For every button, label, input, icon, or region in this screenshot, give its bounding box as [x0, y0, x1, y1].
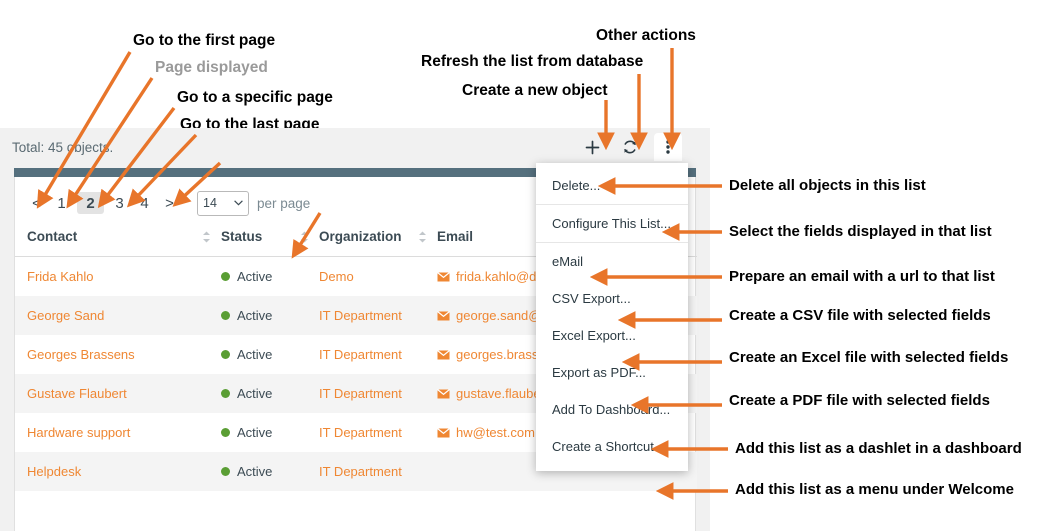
- cell-contact[interactable]: Hardware support: [27, 425, 131, 440]
- envelope-icon: [437, 271, 450, 281]
- table-row[interactable]: Georges Brassens Active IT Department georg…: [15, 335, 697, 374]
- status-dot-icon: [221, 311, 230, 320]
- column-header-organization[interactable]: Organization: [319, 229, 437, 257]
- cell-contact[interactable]: Georges Brassens: [27, 347, 135, 362]
- menu-item-excel-export[interactable]: Excel Export...: [552, 328, 636, 343]
- column-label-email: Email: [437, 229, 474, 244]
- annotation-page-displayed: Page displayed: [155, 59, 268, 76]
- status-dot-icon: [221, 272, 230, 281]
- cell-organization[interactable]: Demo: [319, 269, 354, 284]
- other-actions-button[interactable]: [654, 133, 682, 161]
- column-label-status: Status: [221, 229, 263, 244]
- cell-contact[interactable]: George Sand: [27, 308, 105, 323]
- create-new-object-button[interactable]: [578, 133, 606, 161]
- annotation-create-pdf: Create a PDF file with selected fields: [729, 392, 990, 409]
- annotation-go-specific-page: Go to a specific page: [177, 89, 333, 106]
- table-row[interactable]: Hardware support Active IT Department hw@te…: [15, 413, 697, 452]
- menu-item-export-as-pdf[interactable]: Export as PDF...: [552, 365, 646, 380]
- email-text: hw@test.com: [456, 425, 535, 440]
- chevron-down-icon: [234, 200, 243, 206]
- cell-status: Active: [221, 374, 319, 413]
- pagination-page-4[interactable]: 4: [140, 194, 149, 212]
- toolbar-actions: [578, 133, 682, 161]
- per-page-label: per page: [257, 195, 311, 211]
- status-label: Active: [237, 347, 273, 362]
- status-dot-icon: [221, 467, 230, 476]
- cell-status: Active: [221, 452, 319, 491]
- envelope-icon: [437, 349, 450, 359]
- column-label-contact: Contact: [27, 229, 78, 244]
- cell-email[interactable]: gustave.flaube: [437, 374, 697, 413]
- list-header-bar: [14, 168, 696, 177]
- annotation-other-actions: Other actions: [596, 27, 696, 44]
- menu-item-create-a-shortcut[interactable]: Create a Shortcut...: [552, 439, 665, 454]
- sort-icon-organization[interactable]: [418, 231, 427, 243]
- pagination-last-page[interactable]: >: [165, 194, 174, 212]
- total-objects-label: Total: 45 objects.: [12, 140, 114, 155]
- pagination-page-2-current[interactable]: 2: [77, 192, 104, 214]
- column-header-contact[interactable]: Contact: [15, 229, 221, 257]
- cell-contact[interactable]: Frida Kahlo: [27, 269, 94, 284]
- envelope-icon: [437, 427, 450, 437]
- cell-email[interactable]: frida.kahlo@de: [437, 257, 697, 297]
- email-text: georges.brasse: [456, 347, 546, 362]
- panel-toolbar: Total: 45 objects.: [0, 128, 710, 168]
- annotation-delete-all: Delete all objects in this list: [729, 177, 926, 194]
- status-label: Active: [237, 425, 273, 440]
- per-page-value: 14: [203, 196, 217, 210]
- status-dot-icon: [221, 428, 230, 437]
- annotation-refresh-list: Refresh the list from database: [421, 53, 644, 70]
- cell-status: Active: [221, 296, 319, 335]
- email-text: gustave.flaube: [456, 386, 541, 401]
- menu-item-configure-this-list[interactable]: Configure This List...: [536, 205, 688, 243]
- cell-contact[interactable]: Helpdesk: [27, 464, 82, 479]
- status-dot-icon: [221, 389, 230, 398]
- menu-item-add-to-dashboard[interactable]: Add To Dashboard...: [552, 402, 671, 417]
- pagination-first-page[interactable]: <: [32, 194, 41, 212]
- menu-item-email[interactable]: eMail: [552, 254, 584, 269]
- annotation-prepare-email: Prepare an email with a url to that list: [729, 268, 995, 285]
- menu-item-delete[interactable]: Delete...: [536, 167, 688, 205]
- cell-organization[interactable]: IT Department: [319, 464, 402, 479]
- cell-contact[interactable]: Gustave Flaubert: [27, 386, 127, 401]
- annotation-select-fields: Select the fields displayed in that list: [729, 223, 992, 240]
- pagination-page-3[interactable]: 3: [115, 194, 124, 212]
- annotation-add-dashlet: Add this list as a dashlet in a dashboar…: [735, 440, 1022, 457]
- cell-status: Active: [221, 335, 319, 374]
- per-page-select[interactable]: 14: [197, 190, 249, 216]
- column-header-status[interactable]: Status: [221, 229, 319, 257]
- cell-organization[interactable]: IT Department: [319, 386, 402, 401]
- cell-organization[interactable]: IT Department: [319, 347, 402, 362]
- email-text: george.sand@i: [456, 308, 545, 323]
- envelope-icon: [437, 310, 450, 320]
- cell-status: Active: [221, 413, 319, 452]
- annotation-create-new-object: Create a new object: [462, 82, 608, 99]
- table-header-row: Contact Status: [15, 229, 697, 257]
- column-label-organization: Organization: [319, 229, 402, 244]
- cell-organization[interactable]: IT Department: [319, 425, 402, 440]
- annotation-create-excel: Create an Excel file with selected field…: [729, 349, 1009, 366]
- cell-status: Active: [221, 257, 319, 297]
- cell-email[interactable]: hw@test.com: [437, 413, 697, 452]
- sort-icon-contact[interactable]: [202, 231, 211, 243]
- status-dot-icon: [221, 350, 230, 359]
- status-label: Active: [237, 308, 273, 323]
- cell-email[interactable]: georges.brasse: [437, 335, 697, 374]
- table-row[interactable]: Frida Kahlo Active Demo frida.kahlo@de: [15, 257, 697, 297]
- menu-item-csv-export[interactable]: CSV Export...: [552, 291, 631, 306]
- status-label: Active: [237, 464, 273, 479]
- sort-icon-status[interactable]: [300, 231, 309, 243]
- cell-organization[interactable]: IT Department: [319, 308, 402, 323]
- pagination-page-1[interactable]: 1: [57, 194, 66, 212]
- annotation-create-csv: Create a CSV file with selected fields: [729, 307, 991, 324]
- annotation-go-first-page: Go to the first page: [133, 32, 276, 49]
- annotation-add-menu: Add this list as a menu under Welcome: [735, 481, 1014, 498]
- refresh-list-button[interactable]: [616, 133, 644, 161]
- email-text: frida.kahlo@de: [456, 269, 544, 284]
- envelope-icon: [437, 388, 450, 398]
- status-label: Active: [237, 269, 273, 284]
- status-label: Active: [237, 386, 273, 401]
- cell-email[interactable]: george.sand@i: [437, 296, 697, 335]
